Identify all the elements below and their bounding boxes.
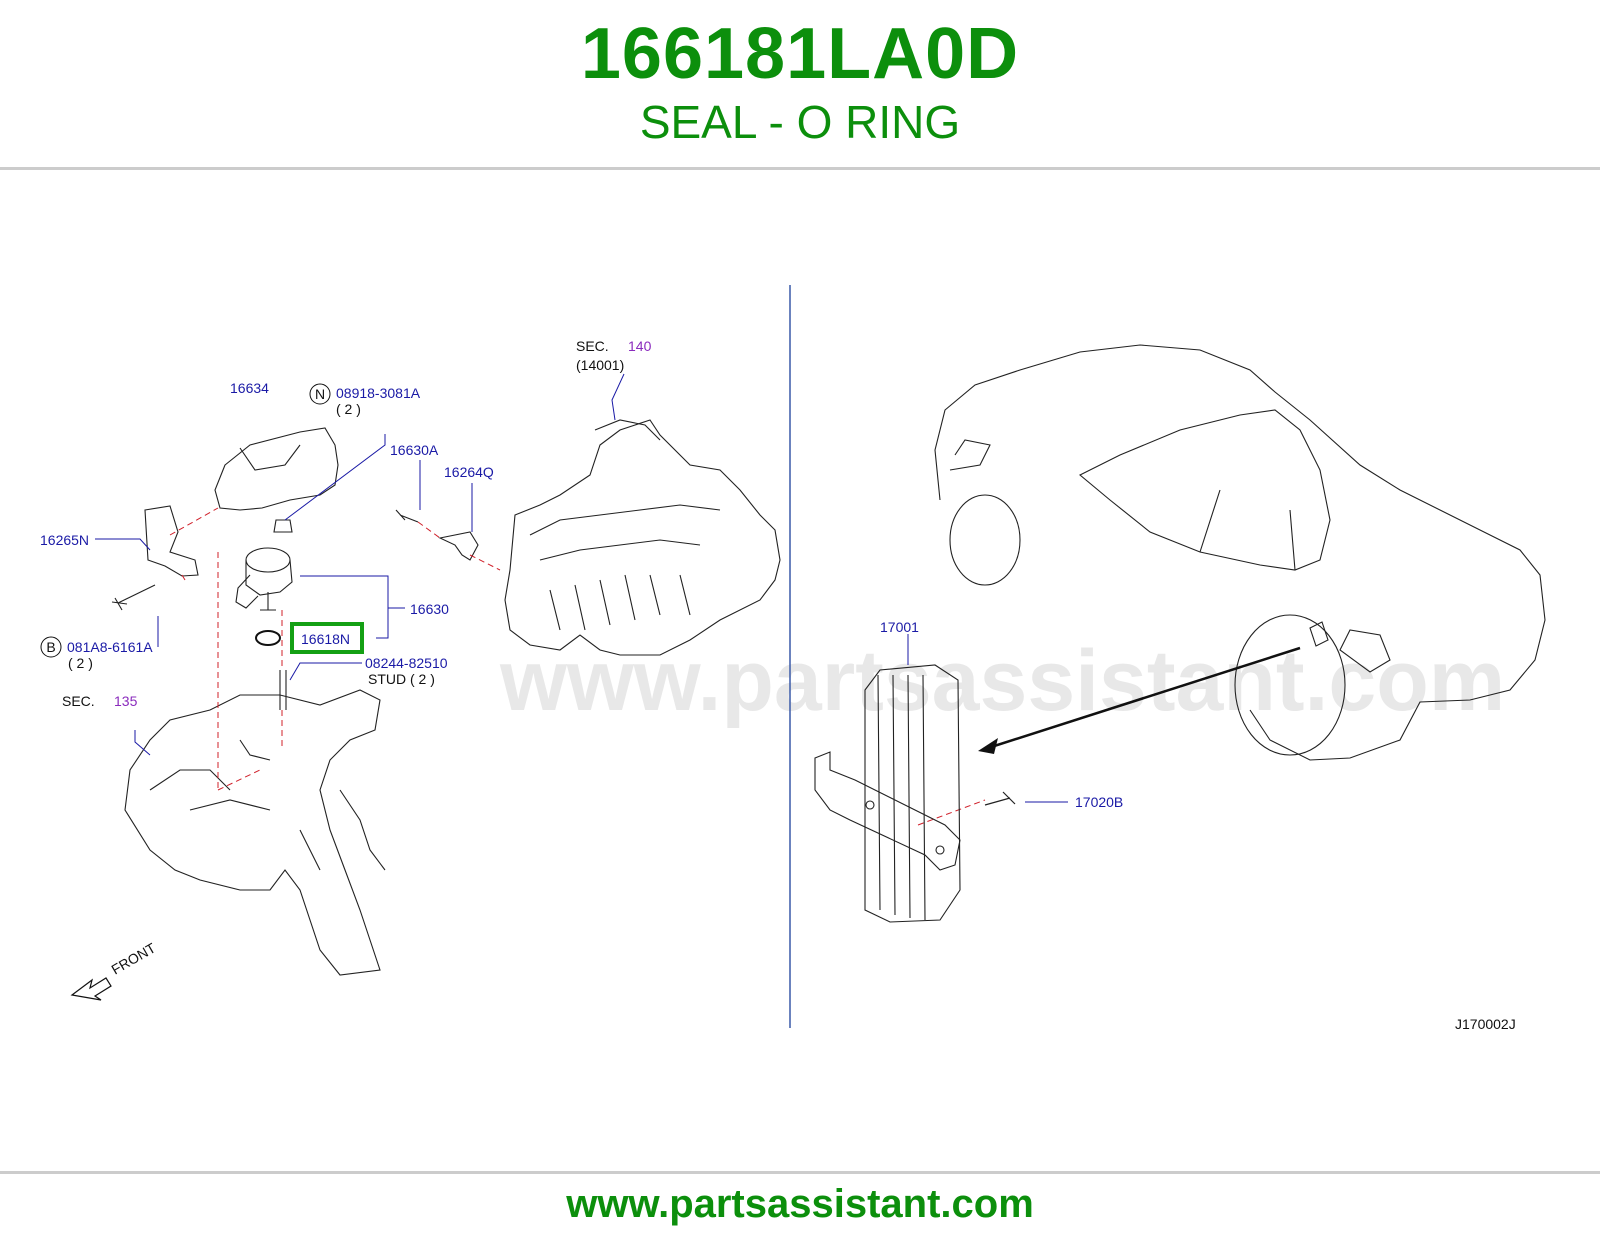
label-17001[interactable]: 17001 (880, 619, 919, 635)
label-16630a[interactable]: 16630A (390, 442, 439, 458)
label-leaders (95, 373, 1068, 803)
part-number-title: 166181LA0D (580, 14, 1020, 94)
sec-135-word: SEC. (62, 693, 95, 709)
b-marker: B (46, 639, 55, 655)
watermark-text: www.partsassistant.com (499, 633, 1505, 729)
bracket (144, 505, 199, 577)
label-16265n[interactable]: 16265N (40, 532, 89, 548)
diagram-svg: www.partsassistant.com (40, 285, 1546, 1032)
qty-b: ( 2 ) (68, 655, 93, 671)
sec-135-ref[interactable]: 135 (114, 693, 138, 709)
engine-assembly-drawing (111, 419, 781, 976)
label-081a8-6161a[interactable]: 081A8-6161A (67, 639, 153, 655)
rear-wheel (1234, 614, 1346, 756)
part-description: SEAL - O RING (639, 96, 961, 148)
bolt-17020b (984, 791, 1016, 806)
pump-body (245, 547, 291, 573)
front-arrow-icon (70, 977, 112, 1001)
cylinder-head (124, 689, 381, 976)
label-16264q[interactable]: 16264Q (444, 464, 494, 480)
label-08918-3081a[interactable]: 08918-3081A (336, 385, 421, 401)
car-body (934, 344, 1546, 761)
bolt (111, 584, 156, 611)
pump-cover (214, 427, 339, 511)
car-window (1079, 409, 1331, 571)
label-16634[interactable]: 16634 (230, 380, 269, 396)
n-marker: N (315, 386, 325, 402)
footer-url-link[interactable]: www.partsassistant.com (566, 1182, 1034, 1226)
b-marker-circle (40, 636, 62, 658)
parts-diagram: www.partsassistant.com (0, 270, 1600, 1070)
qty-n: ( 2 ) (336, 401, 361, 417)
label-16618n[interactable]: 16618N (301, 631, 350, 647)
header: 166181LA0D SEAL - O RING (0, 0, 1600, 168)
header-divider (0, 167, 1600, 170)
location-arrow (987, 646, 1301, 750)
vehicle-drawing (934, 344, 1546, 761)
ecu-module (814, 664, 961, 923)
label-17020b[interactable]: 17020B (1075, 794, 1123, 810)
diagram-id: J170002J (1455, 1016, 1516, 1032)
front-wheel (949, 494, 1021, 586)
label-16630[interactable]: 16630 (410, 601, 449, 617)
label-stud: STUD ( 2 ) (368, 671, 435, 687)
n-marker-circle (309, 383, 331, 405)
arrow-head-icon (978, 738, 998, 754)
highlight-box (290, 622, 364, 654)
label-14001: (14001) (576, 357, 624, 373)
sec-140-ref[interactable]: 140 (628, 338, 652, 354)
ecu-bracket (814, 751, 961, 871)
footer-divider (0, 1171, 1600, 1174)
o-ring-part (255, 630, 281, 646)
sec-140-word: SEC. (576, 338, 609, 354)
front-label: FRONT (109, 939, 159, 977)
intake-manifold (504, 419, 781, 656)
label-08244-82510[interactable]: 08244-82510 (365, 655, 448, 671)
dashed-leaders (169, 507, 986, 826)
